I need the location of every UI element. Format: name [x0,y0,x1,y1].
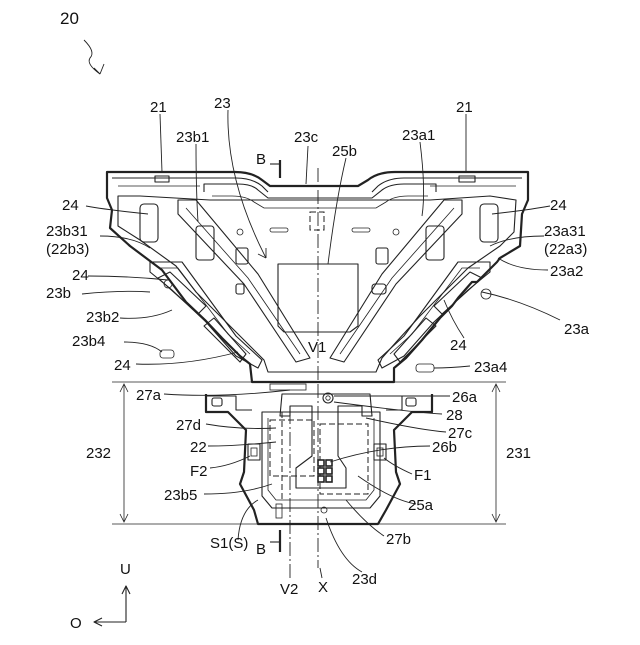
grid-26b-3 [318,468,324,474]
label-23a4: 23a4 [474,359,507,376]
label-24-tr: 24 [550,197,567,214]
label-26b: 26b [432,439,457,456]
small-slot-top-left [270,228,288,232]
label-232: 232 [86,445,111,462]
grid-26b-2 [326,460,332,466]
label-X: X [318,579,328,596]
label-23: 23 [214,95,231,112]
left-arm-rib-inner [160,268,250,354]
left-diagonal-rib [178,200,310,362]
label-23a1: 23a1 [402,127,435,144]
label-24-tl: 24 [62,197,79,214]
label-22a3: (22a3) [544,241,587,258]
bolt-26a-inner [326,396,330,400]
label-27b: 27b [386,531,411,548]
small-slot-a4 [416,364,434,372]
label-23b1: 23b1 [176,129,209,146]
slot-left-upper [140,204,158,242]
label-22: 22 [190,439,207,456]
label-23b31: 23b31 [46,223,88,240]
hole-right-2 [372,284,386,294]
label-V2: V2 [280,581,298,598]
label-231: 231 [506,445,531,462]
label-23a2: 23a2 [550,263,583,280]
slot-left-diag-1 [158,272,206,314]
grid-26b-6 [326,476,332,482]
label-fig-number: 20 [60,9,79,28]
label-O: O [70,615,82,632]
label-F2: F2 [190,463,208,480]
lower-box-outline [206,394,432,524]
label-27d: 27d [176,417,201,434]
boss-left-F2 [248,444,260,460]
hole-right-1 [376,248,388,264]
label-24-ll: 24 [114,357,131,374]
label-F1: F1 [414,467,432,484]
label-23a: 23a [564,321,590,338]
hole-left-2 [236,284,244,294]
grid-26b-5 [318,476,324,482]
bottom-slot [276,504,282,518]
label-28: 28 [446,407,463,424]
label-B-bottom: B [256,541,266,558]
label-21-left: 21 [150,99,167,116]
label-21-right: 21 [456,99,473,116]
hidden-part-22 [270,420,314,476]
lower-right-tab-hole [406,398,416,406]
label-25a: 25a [408,497,434,514]
label-24-mr: 24 [450,337,467,354]
label-23d: 23d [352,571,377,588]
leader-lines [82,40,560,578]
label-23b5: 23b5 [164,487,197,504]
slot-right-upper [480,204,498,242]
left-diagonal-rib-inner [186,208,300,354]
label-23b4: 23b4 [72,333,105,350]
label-23a31: 23a31 [544,223,586,240]
bracket-27a-top [270,384,306,390]
label-S1S: S1(S) [210,535,248,552]
small-slot-top-right [352,228,370,232]
small-hole-1 [237,229,243,235]
label-26a: 26a [452,389,478,406]
label-27a: 27a [136,387,162,404]
hidden-part-25a [320,424,368,494]
label-B-top: B [256,151,266,168]
lower-left-tab-hole [212,398,222,406]
label-V1: V1 [308,339,326,356]
grid-26b-4 [326,468,332,474]
label-24-ml: 24 [72,267,89,284]
center-small-square [310,212,324,230]
small-hole-2 [393,229,399,235]
label-23b2: 23b2 [86,309,119,326]
right-diagonal-rib-inner [340,208,454,354]
small-slot-b4 [160,350,174,358]
label-23c: 23c [294,129,319,146]
right-arm-rib-outer [378,262,490,368]
tab-21-left [155,176,169,182]
grid-26b-1 [318,460,324,466]
label-23b: 23b [46,285,71,302]
label-25b: 25b [332,143,357,160]
tab-21-right [459,176,475,182]
right-diagonal-rib [330,200,462,362]
label-22b3: (22b3) [46,241,89,258]
label-U: U [120,561,131,578]
boss-left-F2-inner [251,448,257,456]
